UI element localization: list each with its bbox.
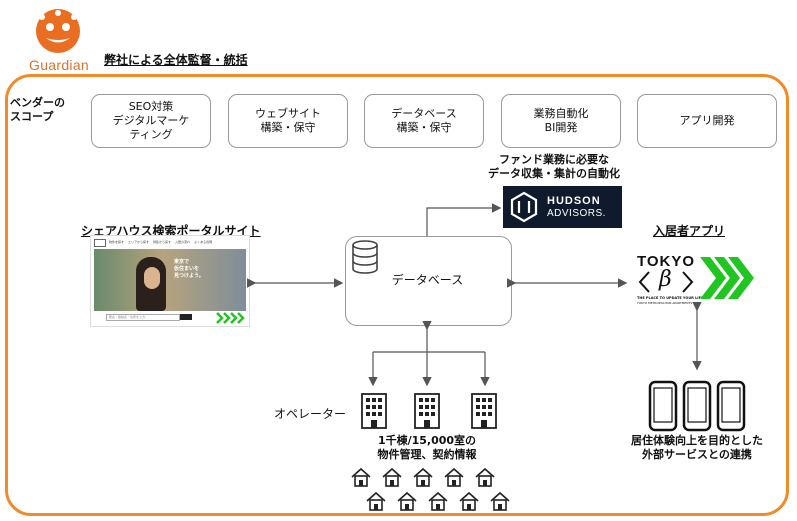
house-icon bbox=[366, 492, 386, 511]
db-hudson-connector bbox=[426, 203, 502, 236]
scope-seo: SEO対策 デジタルマーケ ティング bbox=[91, 94, 211, 148]
properties-label: 1千棟/15,000室の 物件管理、契約情報 bbox=[377, 434, 477, 461]
scope-automation: 業務自動化 BI開発 bbox=[501, 94, 621, 148]
portal-hero-text: 東京で 仮住まいを 見つけよう。 bbox=[174, 259, 204, 279]
portal-nav: 物件を探す エリアから探す 特集から探す 入居の流れ よくある質問 bbox=[109, 240, 212, 244]
house-icon bbox=[382, 468, 402, 487]
house-icon bbox=[428, 492, 448, 511]
house-icon bbox=[444, 468, 464, 487]
vendor-scope-frame bbox=[5, 74, 789, 516]
portal-title: シェアハウス検索ポータルサイト bbox=[81, 224, 261, 238]
beta-symbol: β bbox=[659, 267, 672, 292]
hudson-line1: HUDSON bbox=[547, 195, 601, 207]
portal-nav-item[interactable]: 特集から探す bbox=[153, 240, 172, 244]
database-label: データベース bbox=[391, 273, 464, 287]
tokyo-tagline-1: THE PLACE TO UPDATE YOUR LIFE bbox=[637, 296, 704, 300]
beta-bracket-icon bbox=[638, 271, 694, 293]
external-services-label: 居住体験向上を目的とした 外部サービスとの連携 bbox=[631, 434, 763, 461]
house-icon bbox=[351, 468, 371, 487]
green-chevron-icon bbox=[700, 257, 754, 299]
portal-hero-face bbox=[144, 267, 160, 289]
tokyo-beta-logo: TOKYO β THE PLACE TO UPDATE YOUR LIFE TO… bbox=[636, 253, 776, 311]
portal-nav-item[interactable]: 物件を探す bbox=[109, 240, 125, 244]
office-building-icon bbox=[471, 393, 497, 429]
hudson-hexagon-icon bbox=[510, 191, 538, 223]
scope-database: データベース 構築・保守 bbox=[364, 94, 484, 148]
hudson-line2: ADVISORS. bbox=[547, 208, 606, 219]
guardian-lion-logo bbox=[36, 9, 80, 53]
scope-website: ウェブサイト 構築・保守 bbox=[228, 94, 348, 148]
portal-logo bbox=[94, 239, 106, 247]
fund-automation-label: ファンド業務に必要な データ収集・集計の自動化 bbox=[488, 153, 620, 180]
portal-chevron-icon bbox=[216, 312, 245, 324]
tokyo-text: TOKYO bbox=[637, 253, 696, 270]
portal-search-button[interactable] bbox=[180, 314, 192, 320]
portal-nav-item[interactable]: よくある質問 bbox=[194, 240, 213, 244]
house-icon bbox=[459, 492, 479, 511]
scope-app: アプリ開発 bbox=[637, 94, 777, 148]
house-icon bbox=[397, 492, 417, 511]
portal-nav-item[interactable]: エリアから探す bbox=[128, 240, 150, 244]
database-icon bbox=[352, 240, 378, 274]
office-building-icon bbox=[414, 393, 440, 429]
house-icon bbox=[490, 492, 510, 511]
portal-hero-photo: 東京で 仮住まいを 見つけよう。 bbox=[94, 249, 246, 311]
house-icon bbox=[413, 468, 433, 487]
tokyo-tagline-2: TOKYO METROPOLITAN APARTMENTS bbox=[637, 301, 693, 305]
portal-nav-item[interactable]: 入居の流れ bbox=[175, 240, 191, 244]
supervision-title: 弊社による全体監督・統括 bbox=[104, 53, 248, 67]
smartphone-icon bbox=[682, 380, 712, 432]
hudson-advisors-logo: HUDSON ADVISORS. bbox=[503, 186, 622, 228]
database-box bbox=[345, 236, 512, 326]
portal-screenshot: 物件を探す エリアから探す 特集から探す 入居の流れ よくある質問 東京で 仮住… bbox=[90, 235, 250, 327]
vendor-scope-label: ベンダーの スコープ bbox=[10, 96, 65, 123]
smartphone-icon bbox=[716, 380, 746, 432]
portal-search-input[interactable]: 駅名・路線名・住所を入力 bbox=[106, 314, 180, 321]
office-building-icon bbox=[361, 393, 387, 429]
brand-name: Guardian bbox=[29, 57, 89, 73]
operator-label: オペレーター bbox=[274, 407, 347, 421]
app-title: 入居者アプリ bbox=[653, 224, 726, 238]
houses-group bbox=[351, 468, 510, 511]
smartphone-icon bbox=[648, 380, 678, 432]
house-icon bbox=[475, 468, 495, 487]
